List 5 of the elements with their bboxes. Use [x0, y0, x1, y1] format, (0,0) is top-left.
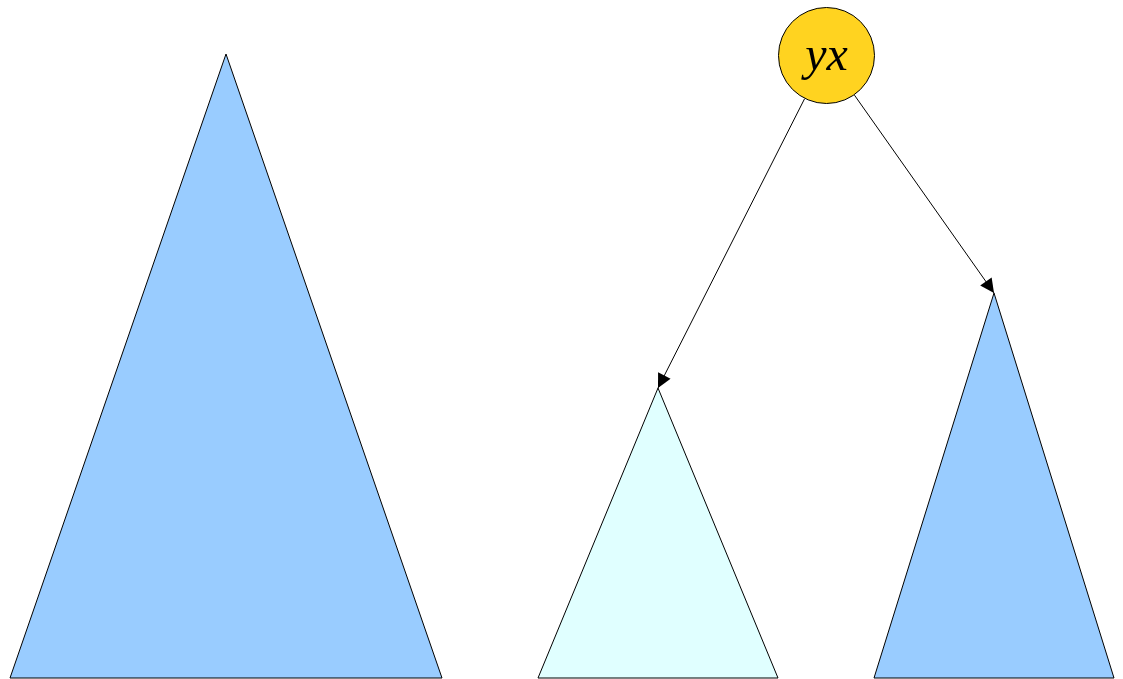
triangle-shape: [538, 388, 778, 678]
arrow: [657, 98, 806, 389]
triangle-shape: [874, 293, 1114, 678]
arrow: [853, 94, 995, 294]
triangle-shape: [10, 54, 442, 678]
